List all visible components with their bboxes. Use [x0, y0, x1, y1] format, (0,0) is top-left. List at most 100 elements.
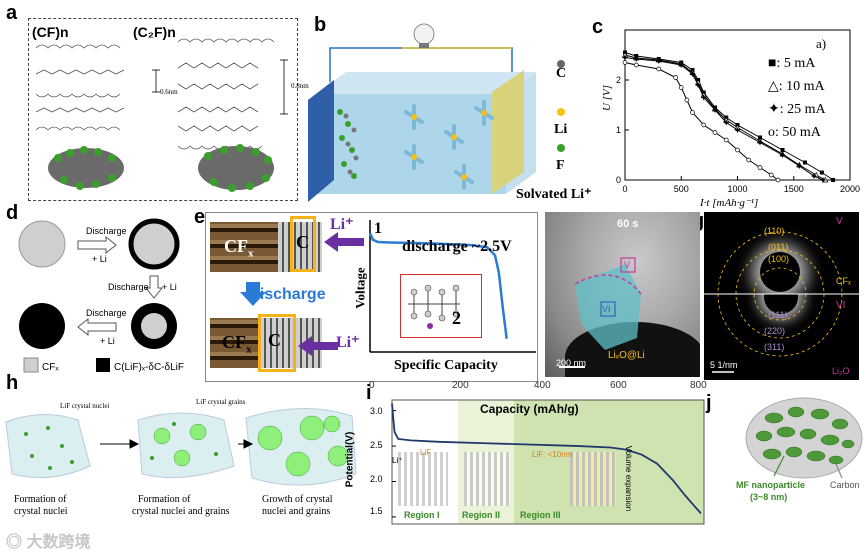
- fluorine-legend-dot: [557, 144, 565, 152]
- data-point: [678, 85, 684, 90]
- panel-label-d: d: [6, 202, 19, 224]
- data-point: [779, 152, 786, 158]
- data-point: [712, 130, 718, 135]
- discharge-label-2: Discharge: [108, 282, 149, 292]
- chart-e: [368, 220, 536, 353]
- data-point: [831, 178, 836, 182]
- triangle-marker-icon: △: [768, 79, 779, 94]
- chart-e-ylabel: Voltage: [352, 267, 368, 309]
- y-tick-label: 0: [616, 175, 621, 185]
- data-point: [811, 173, 817, 179]
- arrow-right-icon: [77, 235, 117, 255]
- tick-label: 200: [452, 380, 469, 391]
- chart-c-sublabel: a): [816, 36, 827, 51]
- discharge-label-1: Discharge: [86, 226, 127, 236]
- x-tick-label: 2000: [840, 184, 860, 194]
- nuclei-label: LiF crystal nuclei: [60, 402, 110, 410]
- tick-label: 0: [369, 380, 375, 391]
- cfx-label-bottom: CFx: [222, 332, 252, 356]
- carbon-label: Carbon: [830, 480, 860, 490]
- legend-label: : 25 mA: [779, 102, 826, 117]
- li2o-label: Li₂O: [832, 366, 850, 376]
- region-iii-illustration: [570, 452, 616, 506]
- y-tick-label: 1: [616, 125, 621, 135]
- data-point: [690, 110, 695, 115]
- region-v-label: V: [836, 216, 843, 227]
- time-label: 60 s: [617, 218, 639, 230]
- watermark: ◎ 大数跨境: [6, 528, 90, 552]
- panel-label-c: c: [592, 16, 604, 38]
- data-point: [775, 177, 781, 183]
- mf-nanoparticle-label: MF nanoparticle: [736, 480, 806, 490]
- ring-220-label: (220): [764, 326, 786, 336]
- legend-clif-label: C(LiF)ₓ-δC-δLiF: [114, 362, 184, 373]
- mf-size-label: (3~8 nm): [750, 492, 788, 502]
- region-i-illustration: [398, 452, 448, 506]
- thin-shell-particle: [128, 218, 180, 270]
- caption-3-line-1: Growth of crystal: [262, 494, 333, 505]
- x-tick-label: 1000: [727, 184, 747, 194]
- legend-row-10ma: △: 10 mA: [768, 75, 863, 98]
- plus-li-label-3: + Li: [100, 336, 115, 346]
- cf-crystal-structure: [35, 38, 288, 192]
- caption-2-line-2: crystal nuclei and grains: [132, 506, 230, 517]
- inset-number: 2: [452, 308, 461, 328]
- lif-label: LiF: [420, 448, 432, 457]
- panel-label-j: j: [706, 392, 712, 414]
- c-label-top: C: [296, 232, 309, 252]
- li-plus-label: Li⁺: [392, 456, 403, 465]
- watermark-logo-icon: ◎: [6, 534, 23, 551]
- bottom-label-f: LiₓO@Li: [608, 350, 645, 361]
- series-line: [391, 403, 702, 514]
- discharge-label: discharge: [250, 286, 326, 303]
- anode-plate: [308, 80, 334, 202]
- legend-label: : 50 mA: [775, 125, 821, 140]
- lithium-legend-dot: [557, 108, 565, 116]
- grains-label: LiF crystal grains: [196, 398, 246, 406]
- solvated-li-caption: Solvated Li⁺: [516, 187, 592, 202]
- ring-011-label: (011): [768, 242, 789, 252]
- tick-label: 1.5: [370, 506, 383, 516]
- y-tick-label: 2: [616, 75, 621, 85]
- clif-swatch: [96, 358, 110, 372]
- data-point: [701, 122, 707, 128]
- tick-label: 3.0: [370, 406, 383, 416]
- series-line-3: [624, 62, 779, 181]
- saed-pattern-bottom: [704, 294, 859, 380]
- data-point: [633, 56, 640, 62]
- arrow-left-icon: [324, 232, 364, 252]
- x-tick-label: 500: [674, 184, 689, 194]
- tick-label: 600: [610, 380, 627, 391]
- cfx-label-top: CFx: [224, 236, 254, 260]
- discharge-scheme: [18, 218, 180, 373]
- saed-rings: [704, 231, 859, 373]
- star-marker-icon: ✦: [768, 102, 780, 117]
- arrow-left-icon: [77, 317, 117, 337]
- legend-label: : 10 mA: [778, 79, 825, 94]
- panel-label-h: h: [6, 372, 19, 394]
- caption-2-line-1: Formation of: [138, 494, 191, 505]
- legend-c-label: C: [556, 66, 567, 81]
- panel-a: [28, 18, 298, 201]
- cfx-swatch: [23, 357, 39, 373]
- legend-row-25ma: ✦: 25 mA: [768, 98, 863, 121]
- data-point: [803, 160, 807, 165]
- plateau-label: discharge ~2.5V: [402, 238, 512, 255]
- circle-marker-icon: o: [768, 125, 775, 140]
- legend-cfx-label: CFₓ: [42, 362, 59, 373]
- data-point: [655, 58, 662, 64]
- panel-a-dim-right: 0.8nm: [291, 82, 309, 90]
- nanoparticle-illustration: [745, 397, 863, 479]
- data-point: [735, 147, 740, 153]
- data-point: [723, 137, 729, 143]
- data-point: [689, 71, 696, 77]
- panel-label-b: b: [314, 14, 327, 36]
- cathode-plate: [492, 70, 524, 194]
- data-point: [820, 177, 826, 183]
- caption-1-line-2: crystal nuclei: [14, 506, 68, 517]
- caption-1-line-1: Formation of: [14, 494, 67, 505]
- legend-f-label: F: [556, 158, 565, 173]
- ring-111-label: (111): [768, 310, 788, 320]
- crystal-growth-scheme: [5, 407, 357, 486]
